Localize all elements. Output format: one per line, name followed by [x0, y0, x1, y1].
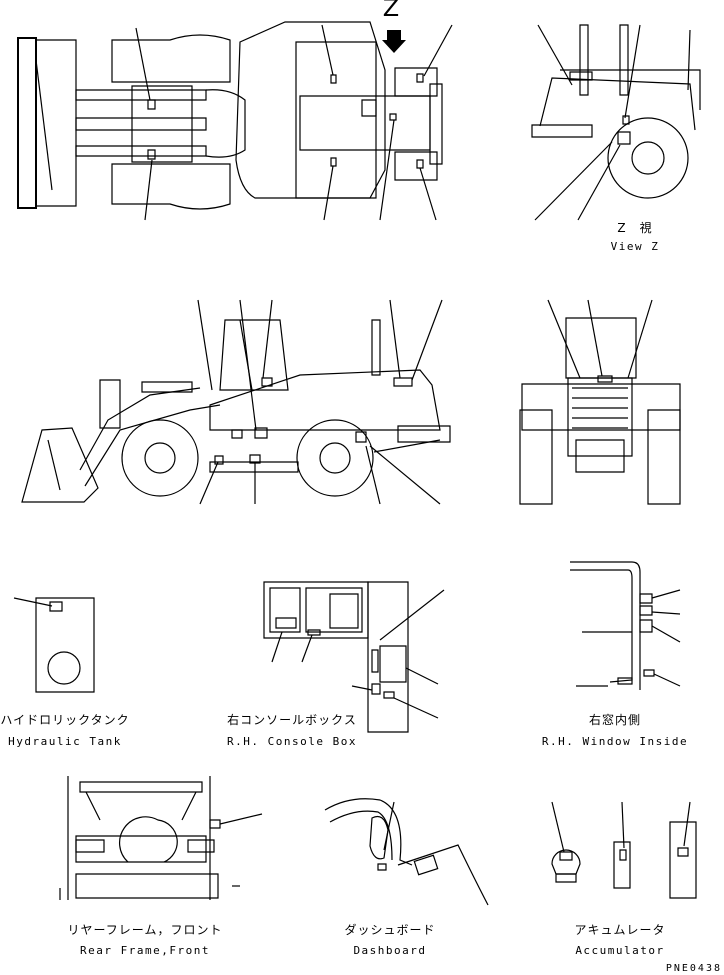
rear-view-drawing	[520, 300, 680, 504]
console-box-label-jp: 右コンソールボックス	[227, 713, 357, 727]
window-inside-label-jp: 右窓内側	[588, 713, 641, 727]
hydraulic-tank-label-jp: ハイドロリックタンク	[0, 713, 130, 727]
accumulator-label-en: Accumulator	[575, 944, 665, 957]
window-inside-label-en: R.H. Window Inside	[541, 735, 689, 748]
hydraulic-tank-drawing	[14, 598, 94, 692]
accumulator-drawing	[552, 802, 696, 898]
dashboard-drawing	[325, 799, 488, 905]
top-view-drawing	[18, 22, 452, 220]
accumulator-label-jp: アキュムレータ	[574, 923, 666, 937]
dashboard-label-en: Dashboard	[353, 944, 427, 957]
dashboard-label-jp: ダッシュボード	[344, 923, 436, 937]
window-inside-drawing	[570, 562, 680, 690]
side-view-drawing	[22, 300, 450, 504]
hydraulic-tank-label-en: Hydraulic Tank	[8, 735, 122, 748]
rear-frame-label-en: Rear Frame,Front	[80, 944, 210, 957]
view-z-label-jp: Z 視	[617, 221, 653, 235]
view-z-marker: Z	[382, 0, 400, 22]
console-box-label-en: R.H. Console Box	[227, 735, 357, 748]
view-z-label-en: View Z	[610, 240, 660, 253]
view-z-drawing	[532, 25, 700, 220]
arrow-down-icon	[382, 30, 406, 53]
drawing-code: PNE0438	[665, 963, 722, 974]
rear-frame-drawing	[60, 776, 262, 900]
rear-frame-label-jp: リヤーフレーム，フロント	[67, 923, 223, 937]
console-box-drawing	[264, 582, 444, 732]
